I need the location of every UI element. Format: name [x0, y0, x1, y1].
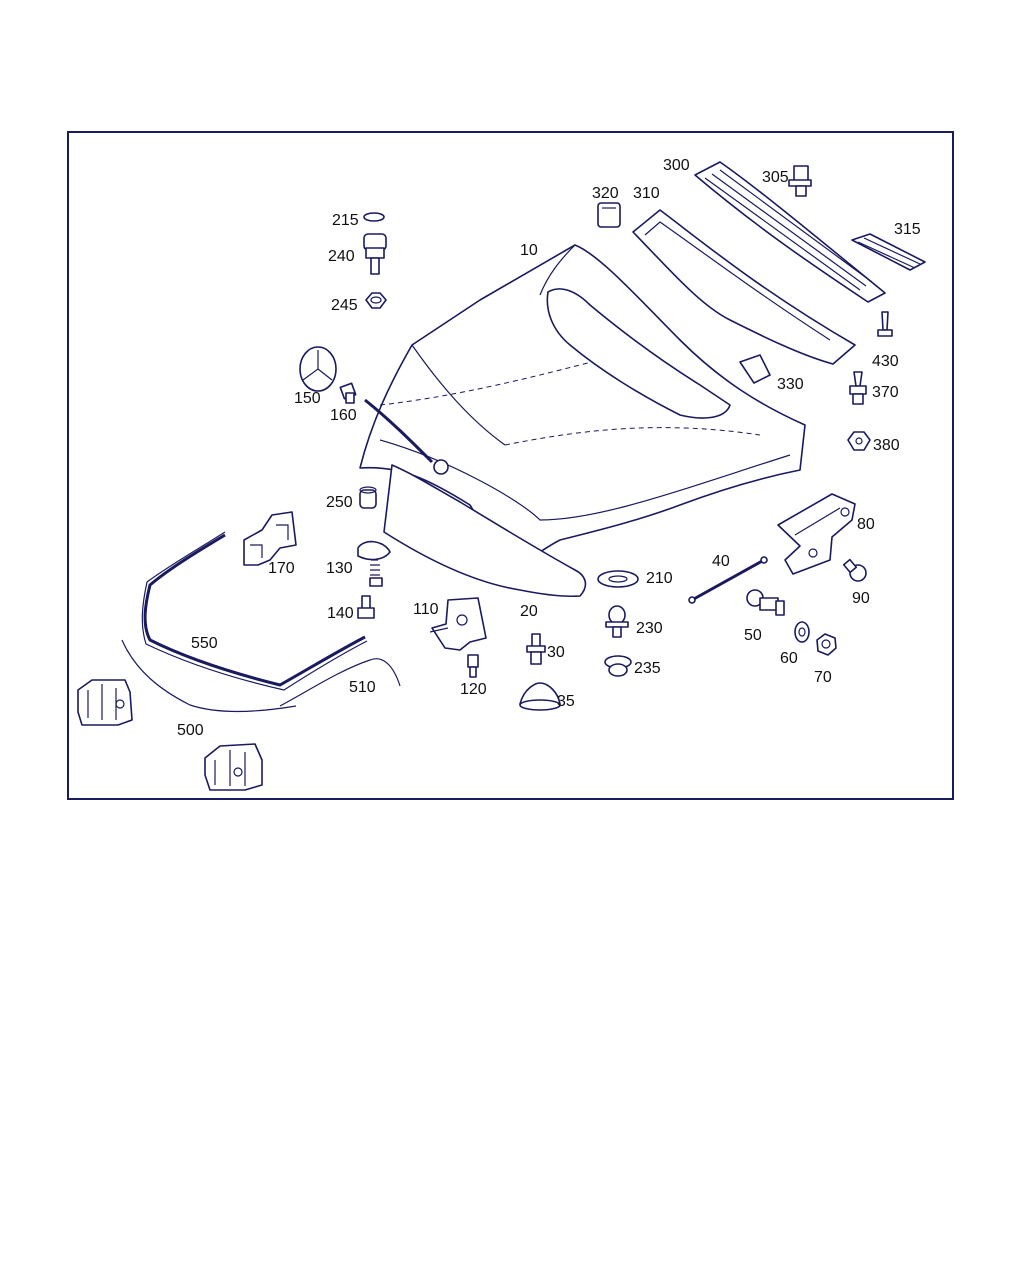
label-part-120: 120	[460, 681, 487, 698]
label-part-20: 20	[520, 603, 538, 620]
label-part-380: 380	[873, 437, 900, 454]
label-part-430: 430	[872, 353, 899, 370]
clip-305-part[interactable]	[788, 165, 812, 197]
gas-spring-40-part[interactable]	[688, 556, 768, 604]
seal-550-part[interactable]	[141, 531, 368, 691]
hood-hinge-80-part[interactable]	[777, 493, 856, 575]
label-part-50: 50	[744, 627, 762, 644]
cover-210-part[interactable]	[597, 570, 639, 588]
bolt-120-part[interactable]	[467, 654, 479, 678]
hood-part[interactable]	[359, 244, 806, 576]
label-part-510: 510	[349, 679, 376, 696]
nut-235-part[interactable]	[604, 655, 632, 677]
nut-70-part[interactable]	[816, 633, 837, 656]
grille-insert-315-part[interactable]	[851, 233, 926, 271]
label-part-305: 305	[762, 169, 789, 186]
air-grille-300-part[interactable]	[694, 161, 886, 303]
label-part-10: 10	[520, 242, 538, 259]
label-part-210: 210	[646, 570, 673, 587]
label-part-60: 60	[780, 650, 798, 667]
hood-insulation-part[interactable]	[383, 464, 587, 598]
label-part-170: 170	[268, 560, 295, 577]
cable-500-part[interactable]	[121, 639, 297, 713]
label-part-90: 90	[852, 590, 870, 607]
frame-310-part[interactable]	[632, 209, 856, 365]
rubber-buffer-35-part[interactable]	[519, 682, 561, 711]
buffer-250-part[interactable]	[359, 486, 377, 509]
release-handle-lower-part[interactable]	[204, 743, 263, 791]
bolt-90-part[interactable]	[842, 558, 867, 582]
seal-ring-215-part[interactable]	[363, 212, 385, 222]
star-emblem-150-part[interactable]	[299, 346, 337, 392]
label-part-150: 150	[294, 390, 321, 407]
washer-60-part[interactable]	[794, 621, 810, 643]
label-part-130: 130	[326, 560, 353, 577]
label-part-245: 245	[331, 297, 358, 314]
label-part-230: 230	[636, 620, 663, 637]
cap-320-part[interactable]	[597, 202, 621, 228]
label-part-80: 80	[857, 516, 875, 533]
cable-510-part[interactable]	[279, 658, 401, 707]
bolt-140-part[interactable]	[357, 595, 375, 619]
label-part-40: 40	[712, 553, 730, 570]
release-handle-left-part[interactable]	[77, 679, 133, 726]
bolt-30-part[interactable]	[526, 633, 546, 665]
label-part-140: 140	[327, 605, 354, 622]
label-part-30: 30	[547, 644, 565, 661]
label-part-320: 320	[592, 185, 619, 202]
label-part-110: 110	[413, 601, 439, 618]
label-part-235: 235	[634, 660, 661, 677]
hood-lock-110-part[interactable]	[429, 597, 487, 651]
diagram-frame	[67, 131, 954, 800]
label-part-300: 300	[663, 157, 690, 174]
screw-430-part[interactable]	[877, 311, 893, 337]
buffer-240-part[interactable]	[363, 233, 387, 275]
label-part-550: 550	[191, 635, 218, 652]
label-part-250: 250	[326, 494, 353, 511]
label-part-500: 500	[177, 722, 204, 739]
label-part-370: 370	[872, 384, 899, 401]
label-part-160: 160	[330, 407, 357, 424]
ball-stud-50-part[interactable]	[746, 589, 785, 616]
label-part-35: 35	[557, 693, 575, 710]
label-part-240: 240	[328, 248, 355, 265]
label-part-70: 70	[814, 669, 832, 686]
lock-bolt-130-part[interactable]	[357, 540, 391, 587]
label-part-215: 215	[332, 212, 359, 229]
label-part-315: 315	[894, 221, 921, 238]
clip-230-part[interactable]	[605, 605, 629, 638]
cable-guide-170-part[interactable]	[243, 511, 297, 566]
label-part-310: 310	[633, 185, 660, 202]
cover-330-part[interactable]	[739, 354, 771, 384]
label-part-330: 330	[777, 376, 804, 393]
screw-370-part[interactable]	[849, 371, 867, 405]
nut-245-part[interactable]	[365, 292, 387, 309]
nut-380-part[interactable]	[847, 431, 871, 451]
grommet-160-part[interactable]	[339, 382, 357, 404]
